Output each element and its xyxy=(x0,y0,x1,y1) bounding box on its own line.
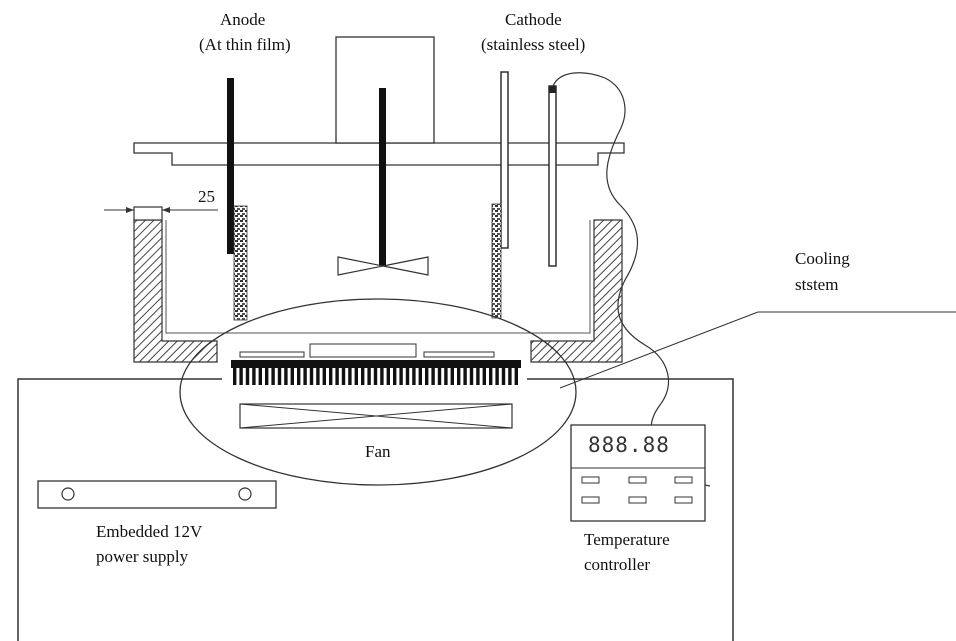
heat-sink-fin xyxy=(252,366,256,385)
dimension-mark: 25 xyxy=(104,187,218,213)
heat-sink-fin xyxy=(476,366,480,385)
heat-sink-fin xyxy=(348,366,352,385)
heat-sink-fin xyxy=(405,366,410,385)
cooling-leader-line xyxy=(559,311,759,389)
heat-sink-fin xyxy=(444,366,448,385)
heat-sink-fin xyxy=(335,366,339,385)
heat-sink-fin xyxy=(457,366,461,385)
cooling-label-1: Cooling xyxy=(795,249,850,268)
heat-sink-fin xyxy=(450,366,454,385)
heat-sink-fin xyxy=(399,366,403,385)
fan xyxy=(239,403,513,429)
heat-sink-fin xyxy=(437,366,442,385)
heat-sink-fin xyxy=(309,366,314,385)
heat-sink-fin xyxy=(373,366,378,385)
heat-sink-fin xyxy=(303,366,307,385)
heat-sink-fin xyxy=(277,366,282,385)
fan-label: Fan xyxy=(365,442,391,461)
dimension-label: 25 xyxy=(198,187,215,206)
heat-sink-fin xyxy=(290,366,294,385)
heat-sink-fin xyxy=(367,366,371,385)
probe-wire xyxy=(552,72,711,487)
heat-sink-fin xyxy=(258,366,262,385)
heat-sink-fin xyxy=(489,366,493,385)
power-label-1: Embedded 12V xyxy=(96,522,203,541)
cooling-label-2: ststem xyxy=(795,275,838,294)
heat-sink-fin xyxy=(495,366,499,385)
heat-sink-fin xyxy=(463,366,467,385)
housing xyxy=(17,378,734,641)
heat-sink-fin xyxy=(354,366,358,385)
heat-sink-fin xyxy=(386,366,390,385)
cooling-system-highlight xyxy=(179,298,577,486)
heat-sink-fin xyxy=(239,366,243,385)
power-label-2: power supply xyxy=(96,547,189,566)
heat-sink-fin xyxy=(322,366,326,385)
controller-buttons xyxy=(581,476,693,504)
cathode-electrode xyxy=(491,71,509,319)
heat-sink-fin xyxy=(329,366,333,385)
heat-sink-fin xyxy=(412,366,416,385)
heat-sink-fin xyxy=(514,366,518,385)
heat-sink-fin xyxy=(265,366,269,385)
temp-label-2: controller xyxy=(584,555,650,574)
stirrer xyxy=(337,88,429,276)
heat-sink-fin xyxy=(284,366,288,385)
heat-sink-fin xyxy=(393,366,397,385)
tank xyxy=(133,206,623,363)
heat-sink-fin xyxy=(297,366,301,385)
temperature-probe xyxy=(548,85,557,267)
heat-sink-fin xyxy=(501,366,506,385)
heat-sink-fin xyxy=(316,366,320,385)
heat-sink-fin xyxy=(418,366,422,385)
anode-label-1: Anode xyxy=(220,10,265,29)
cathode-label-2: (stainless steel) xyxy=(481,35,585,54)
temp-label-1: Temperature xyxy=(584,530,670,549)
heat-sink-fin xyxy=(233,366,237,385)
heat-sink-fin xyxy=(380,366,384,385)
heat-sink-fin xyxy=(469,366,474,385)
cathode-label-1: Cathode xyxy=(505,10,562,29)
heat-sink-fin xyxy=(425,366,429,385)
power-supply xyxy=(37,480,277,509)
temperature-controller: 888.88 xyxy=(570,424,706,522)
heat-sink-fin xyxy=(341,366,346,385)
heat-sink-fin xyxy=(245,366,250,385)
heat-sink xyxy=(231,343,521,385)
heat-sink-fin xyxy=(361,366,365,385)
heat-sink-fin xyxy=(431,366,435,385)
heat-sink-fin xyxy=(271,366,275,385)
anode-label-2: (At thin film) xyxy=(199,35,291,54)
anode-electrode xyxy=(227,78,248,321)
controller-display: 888.88 xyxy=(588,433,670,457)
heat-sink-fin xyxy=(482,366,486,385)
heat-sink-fin xyxy=(508,366,512,385)
